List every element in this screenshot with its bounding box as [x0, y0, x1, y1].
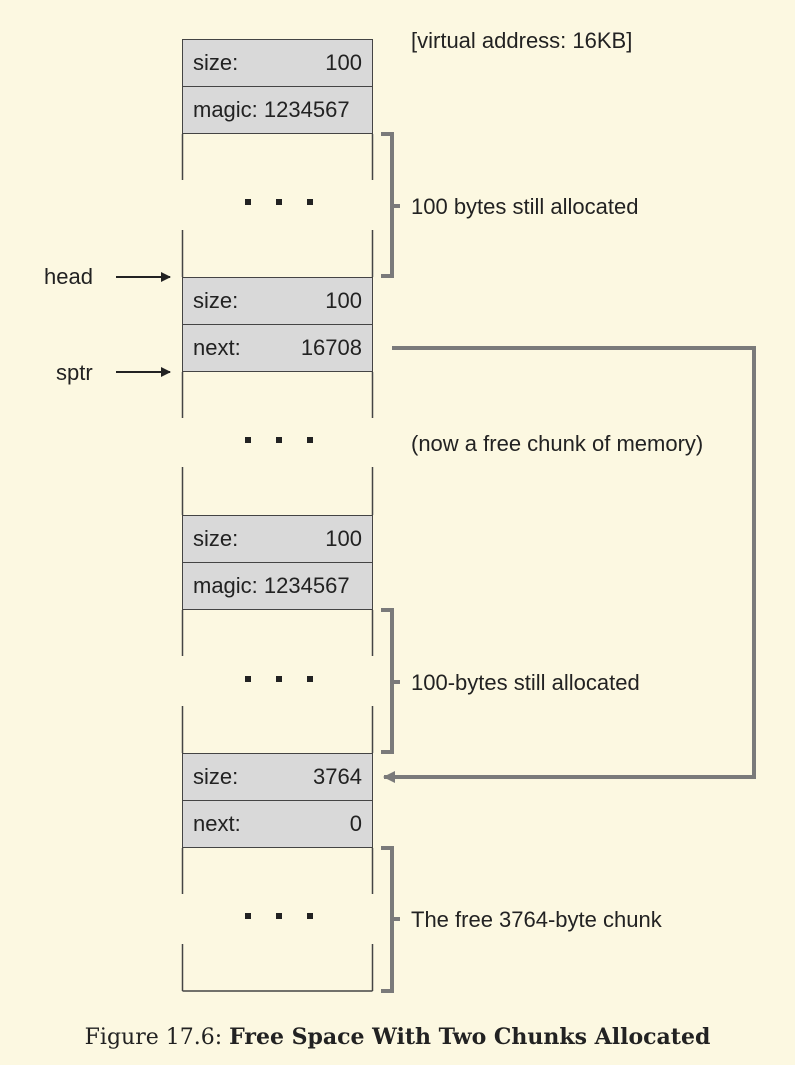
next-pointer-arrow — [383, 346, 756, 783]
block-magic-3: magic: 1234567 — [182, 562, 373, 610]
block-label: size: — [193, 288, 239, 313]
head-pointer-label: head — [44, 264, 93, 289]
block-label: size: — [193, 50, 239, 75]
free-chunk-annotation: The free 3764-byte chunk — [411, 907, 662, 932]
figure-caption: Figure 17.6: Free Space With Two Chunks … — [0, 1022, 795, 1053]
ellipsis-dots-1 — [245, 199, 315, 207]
block-next-4: next: 0 — [182, 800, 373, 848]
block-size-2: size: 100 — [182, 277, 373, 325]
block-size-3: size: 100 — [182, 515, 373, 563]
column-walls — [181, 134, 374, 992]
virtual-address-label: [virtual address: 16KB] — [411, 28, 633, 53]
block-size-4: size: 3764 — [182, 753, 373, 801]
ellipsis-dots-3 — [245, 676, 315, 684]
caption-prefix: Figure 17.6: — [84, 1025, 230, 1050]
brackets — [381, 132, 400, 993]
block-label: next: — [193, 335, 241, 360]
block-label: magic: 1234567 — [193, 97, 350, 122]
block-value: 3764 — [313, 764, 362, 789]
bracket-free-chunk — [381, 846, 400, 993]
ellipsis-dots-2 — [245, 437, 315, 445]
block-label: magic: 1234567 — [193, 573, 350, 598]
block-value: 100 — [325, 526, 362, 551]
block-next-2: next: 16708 — [182, 324, 373, 372]
block-magic-1: magic: 1234567 — [182, 86, 373, 134]
bracket-second-allocated — [381, 608, 400, 754]
block-value: 100 — [325, 50, 362, 75]
block-label: size: — [193, 764, 239, 789]
bracket-first-allocated — [381, 132, 400, 278]
block-value: 100 — [325, 288, 362, 313]
second-allocated-annotation: 100-bytes still allocated — [411, 670, 640, 695]
first-allocated-annotation: 100 bytes still allocated — [411, 194, 639, 219]
caption-title: Free Space With Two Chunks Allocated — [229, 1024, 711, 1050]
block-label: next: — [193, 811, 241, 836]
ellipsis-dots-4 — [245, 913, 315, 921]
block-label: size: — [193, 526, 239, 551]
freed-chunk-annotation: (now a free chunk of memory) — [411, 431, 704, 456]
block-size-1: size: 100 — [182, 39, 373, 87]
sptr-pointer-label: sptr — [56, 360, 93, 385]
block-value: 16708 — [300, 335, 362, 360]
block-value: 0 — [349, 811, 362, 836]
